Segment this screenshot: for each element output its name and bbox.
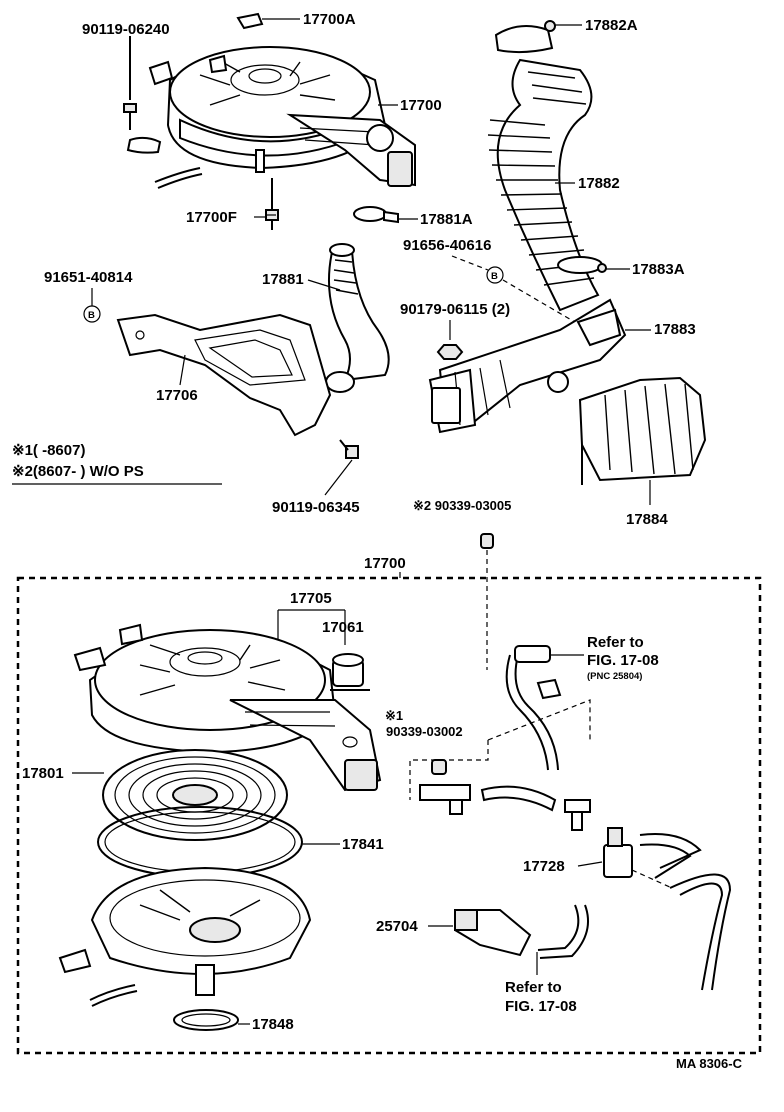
figure-code: MA 8306-C <box>676 1056 743 1071</box>
grommet-17848 <box>173 1009 239 1031</box>
label-17700A: 17700A <box>303 11 356 28</box>
label-90119-06345: 90119-06345 <box>272 499 360 516</box>
air-filter-element-17801 <box>102 749 288 841</box>
label-17801: 17801 <box>22 765 64 782</box>
label-90339-03005: ※2 90339-03005 <box>413 498 511 513</box>
label-17883A: 17883A <box>632 261 685 278</box>
assembly-box-17700 <box>16 576 762 1055</box>
vacuum-hose-group <box>480 645 732 991</box>
label-17882A: 17882A <box>585 17 638 34</box>
label-17881A: 17881A <box>420 211 473 228</box>
duct-17882 <box>487 58 600 312</box>
label-17706: 17706 <box>156 387 198 404</box>
clamp-17883A <box>557 256 607 274</box>
bolt-90119-06345 <box>339 439 359 459</box>
refer-1-line2: FIG. 17-08 <box>587 652 659 669</box>
refer-1-line1: Refer to <box>587 634 644 651</box>
vsv-90339-03002 <box>419 759 471 815</box>
mark-b-right-text: B <box>491 271 498 282</box>
air-cleaner-assembly-top <box>126 46 416 189</box>
clamp-17882A <box>494 20 556 54</box>
label-17705: 17705 <box>290 590 332 607</box>
label-17728: 17728 <box>523 858 565 875</box>
label-90339-03002: 90339-03002 <box>386 724 463 739</box>
bolt-90119-06240 <box>123 36 137 130</box>
clamp-17881A <box>353 206 399 224</box>
air-cleaner-case <box>58 866 312 1007</box>
label-17884: 17884 <box>626 511 668 528</box>
label-17061: 17061 <box>322 619 364 636</box>
note-1: ※1( -8607) <box>12 442 85 459</box>
vsv-17728 <box>603 827 673 889</box>
label-17882: 17882 <box>578 175 620 192</box>
sensor-25704 <box>454 909 532 957</box>
label-91656-40616: 91656-40616 <box>403 237 491 254</box>
label-17883: 17883 <box>654 321 696 338</box>
label-90119-06240: 90119-06240 <box>82 21 170 38</box>
label-17841: 17841 <box>342 836 384 853</box>
note-2: ※2(8607- ) W/O PS <box>12 463 144 480</box>
bolt-17700F <box>265 178 279 230</box>
label-25704: 25704 <box>376 918 418 935</box>
label-17700-box: 17700 <box>364 555 406 572</box>
label-90179-06115: 90179-06115 (2) <box>400 301 510 318</box>
clip-17700A <box>236 12 300 30</box>
mark-b-right <box>486 266 504 284</box>
hose-17881 <box>325 243 390 393</box>
label-17881: 17881 <box>262 271 304 288</box>
air-cleaner-cap-17705 <box>73 623 382 792</box>
label-17700-top: 17700 <box>400 97 442 114</box>
label-17700F: 17700F <box>186 209 237 226</box>
plug-90339-03005 <box>480 533 494 549</box>
duct-17883 <box>428 298 627 434</box>
label-17848: 17848 <box>252 1016 294 1033</box>
refer-1-line3: (PNC 25804) <box>587 671 642 682</box>
bracket-17706 <box>116 313 332 437</box>
refer-2-line1: Refer to <box>505 979 562 996</box>
refer-2-line2: FIG. 17-08 <box>505 998 577 1015</box>
mark-b-left-text: B <box>88 310 95 321</box>
vacuum-motor-17061 <box>330 653 370 691</box>
label-91651-40814: 91651-40814 <box>44 269 133 286</box>
resonator-17884 <box>578 376 707 485</box>
label-90339-03002-mark: ※1 <box>385 708 403 723</box>
nut-90179-06115 <box>436 344 464 360</box>
